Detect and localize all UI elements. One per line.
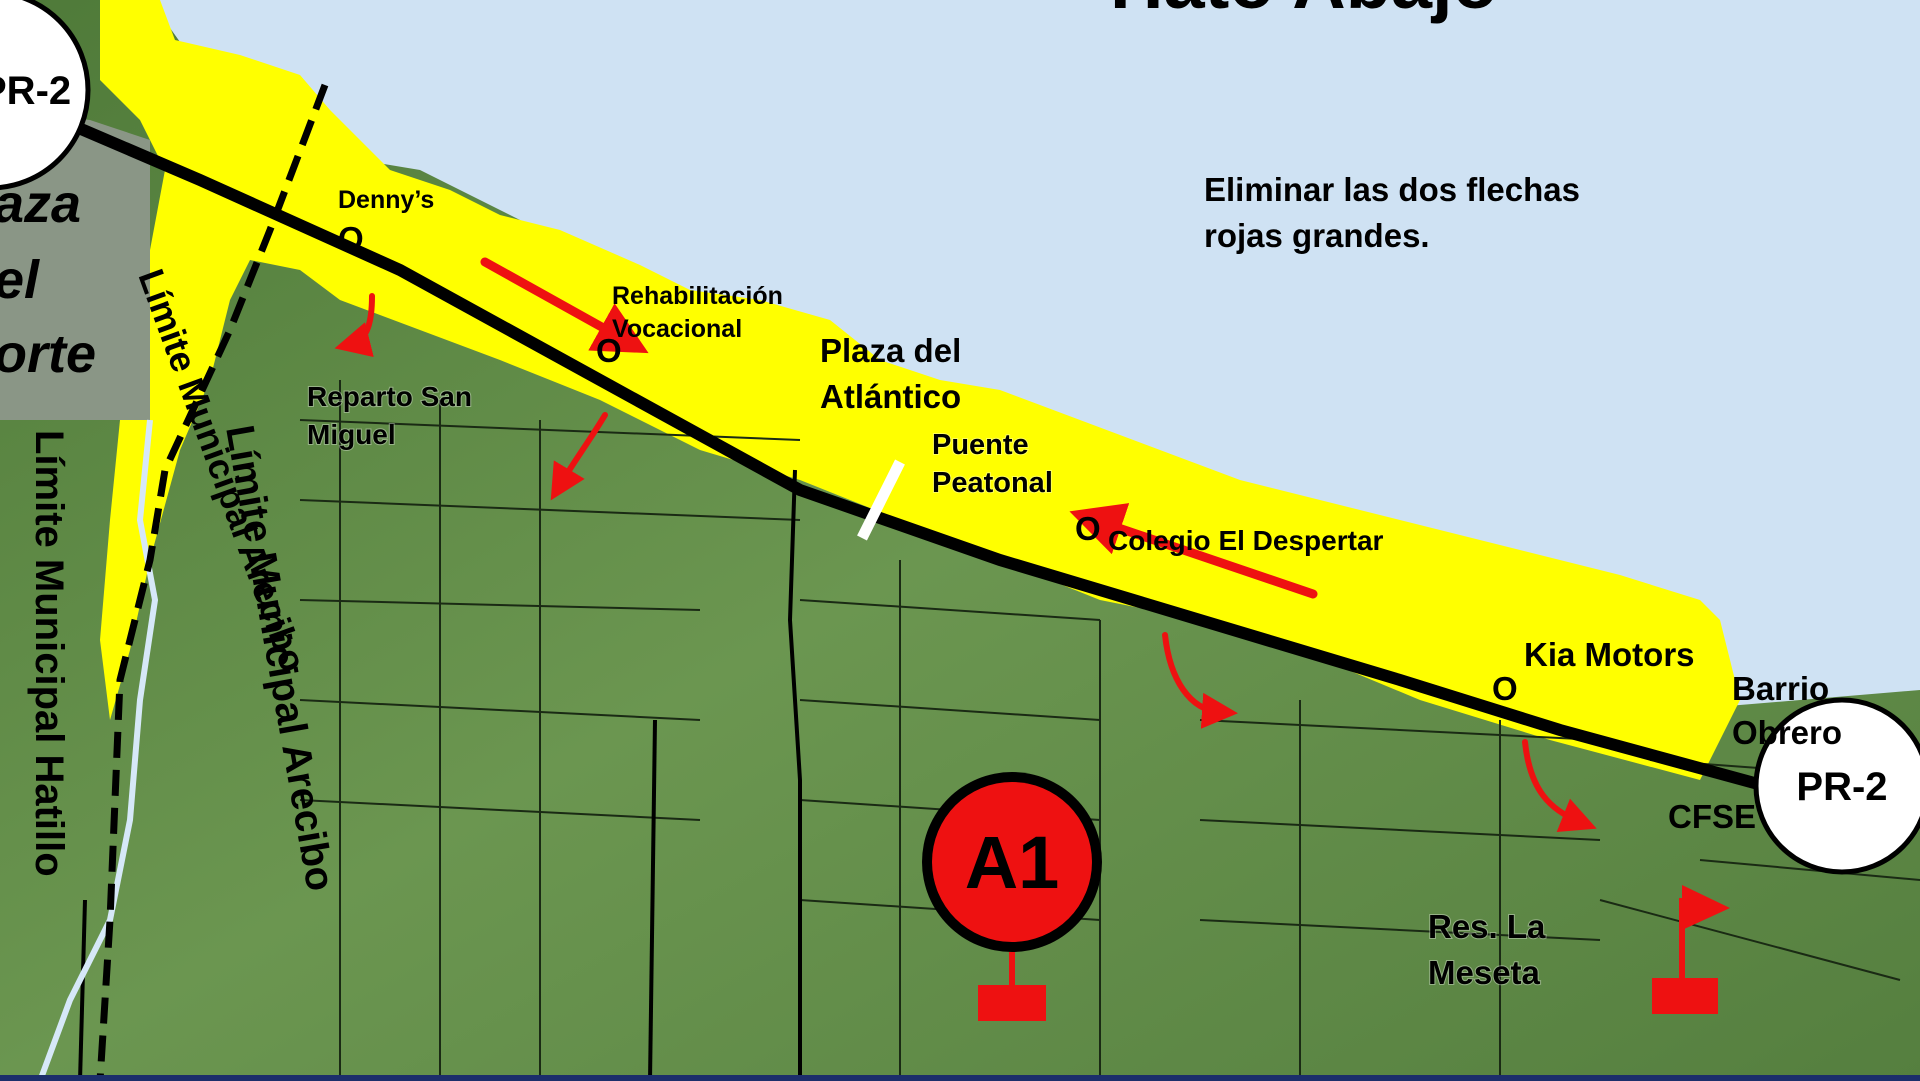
flag-icon	[1652, 885, 1730, 1014]
place-colegio-marker: O	[1075, 510, 1101, 547]
place-plaza-norte-3: orte	[0, 324, 96, 384]
map-note-line-2: rojas grandes.	[1204, 217, 1430, 254]
bottom-bar	[0, 1075, 1920, 1081]
place-plaza-norte-1: aza	[0, 174, 81, 234]
place-reparto-1: Reparto San	[307, 381, 472, 412]
map-title: Hato Abajo	[1110, 0, 1498, 24]
place-rehabilitacion-1: Rehabilitación	[612, 282, 783, 310]
place-reparto-2: Miguel	[307, 419, 396, 450]
place-kia: Kia Motors	[1524, 636, 1695, 673]
boundary-hatillo-label: Límite Municipal Hatillo	[27, 430, 71, 877]
highway-pr2	[57, 114, 1782, 796]
highway-shield-left[interactable]: PR-2	[0, 0, 91, 190]
place-plaza-norte-2: el	[0, 250, 40, 310]
zone-badge-label: A1	[965, 821, 1060, 904]
place-plaza-atlantico-2: Atlántico	[820, 378, 961, 415]
place-dennys-marker: O	[338, 220, 364, 257]
small-arrows	[334, 293, 1597, 833]
highway-shield-right[interactable]: PR-2	[1753, 697, 1920, 875]
place-colegio: Colegio El Despertar	[1108, 525, 1384, 556]
main-roads	[78, 469, 802, 1081]
highway-shield-right-label: PR-2	[1796, 765, 1887, 809]
plaza-norte-area	[0, 110, 150, 420]
boundary-hatillo	[37, 419, 159, 1081]
place-dennys: Denny’s	[338, 186, 434, 214]
place-rehabilitacion-2: Vocacional	[612, 315, 742, 343]
place-meseta-2: Meseta	[1428, 954, 1541, 991]
large-arrows	[480, 257, 1318, 599]
place-cfse: CFSE	[1668, 798, 1756, 835]
place-meseta-1: Res. La	[1428, 908, 1546, 945]
highway-shield-left-label: PR-2	[0, 69, 71, 113]
place-kia-marker: O	[1492, 670, 1518, 707]
place-rehabilitacion-marker: O	[596, 332, 622, 369]
place-plaza-atlantico-1: Plaza del	[820, 332, 961, 369]
place-puente-1: Puente	[932, 429, 1029, 461]
place-barrio-1: Barrio	[1732, 670, 1829, 707]
place-puente-2: Peatonal	[932, 467, 1053, 499]
boundary-arecibo	[96, 83, 329, 1081]
pedestrian-bridge	[857, 459, 905, 541]
place-barrio-2: Obrero	[1732, 714, 1842, 751]
map-note-line-1: Eliminar las dos flechas	[1204, 171, 1580, 208]
zone-badge-icon[interactable]: A1	[922, 772, 1102, 1021]
coastal-zone	[100, 0, 1740, 780]
